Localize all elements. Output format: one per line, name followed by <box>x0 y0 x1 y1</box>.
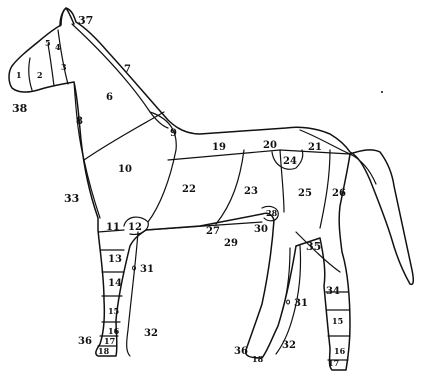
label-7: 7 <box>124 64 131 75</box>
label-11: 11 <box>106 222 120 233</box>
hindleg-ergot-mark <box>287 300 290 304</box>
label-23: 23 <box>244 186 258 197</box>
label-36-hind: 36 <box>234 346 248 357</box>
face-divider-2 <box>48 44 54 86</box>
label-32-hind: 32 <box>282 340 296 351</box>
tail-inner <box>350 154 376 184</box>
label-19: 19 <box>212 142 226 153</box>
label-4: 4 <box>55 42 61 52</box>
label-30: 30 <box>254 224 268 235</box>
far-hindleg-front <box>282 248 290 312</box>
label-28: 28 <box>266 208 278 218</box>
label-10: 10 <box>118 164 132 175</box>
label-33: 33 <box>64 192 79 205</box>
neck-crest-line <box>72 24 168 128</box>
barrel-division <box>216 150 244 224</box>
arm-boundary <box>148 150 176 222</box>
back-region-line <box>168 150 350 160</box>
label-38: 38 <box>12 102 28 115</box>
label-15-hind: 15 <box>332 316 343 326</box>
label-18-front: 18 <box>98 346 110 356</box>
label-16-hind: 16 <box>334 346 346 356</box>
label-5: 5 <box>45 38 51 48</box>
label-27: 27 <box>206 226 220 237</box>
label-15-front: 15 <box>108 306 119 316</box>
label-3: 3 <box>61 62 67 72</box>
label-24: 24 <box>283 156 297 167</box>
label-6: 6 <box>106 92 113 103</box>
label-35: 35 <box>306 240 321 253</box>
label-12: 12 <box>128 222 142 233</box>
label-1: 1 <box>16 70 22 80</box>
label-34: 34 <box>326 286 340 297</box>
label-2: 2 <box>37 70 43 80</box>
label-29: 29 <box>224 238 238 249</box>
label-18-hind: 18 <box>252 354 264 364</box>
stray-dot <box>381 91 383 93</box>
label-9: 9 <box>170 128 177 139</box>
label-8: 8 <box>76 116 83 127</box>
belly-line <box>146 222 262 230</box>
label-32-front: 32 <box>144 328 158 339</box>
label-31-front: 31 <box>140 264 154 275</box>
label-36-front: 36 <box>78 336 92 347</box>
hip-division <box>320 150 330 228</box>
label-17-front: 17 <box>104 336 115 346</box>
label-17-hind: 17 <box>328 358 339 368</box>
label-16-front: 16 <box>108 326 120 336</box>
label-37: 37 <box>78 14 93 27</box>
label-26: 26 <box>332 188 346 199</box>
shoulder-line <box>84 112 164 160</box>
label-13: 13 <box>108 254 122 265</box>
label-20: 20 <box>263 140 277 151</box>
face-divider-1 <box>29 58 32 90</box>
horse-outline <box>9 8 413 370</box>
label-31-hind: 31 <box>294 298 308 309</box>
label-22: 22 <box>182 184 196 195</box>
label-21: 21 <box>308 142 322 153</box>
face-divider-3 <box>58 30 68 84</box>
label-14: 14 <box>108 278 122 289</box>
label-25: 25 <box>298 188 312 199</box>
chest-boundary <box>84 160 100 218</box>
